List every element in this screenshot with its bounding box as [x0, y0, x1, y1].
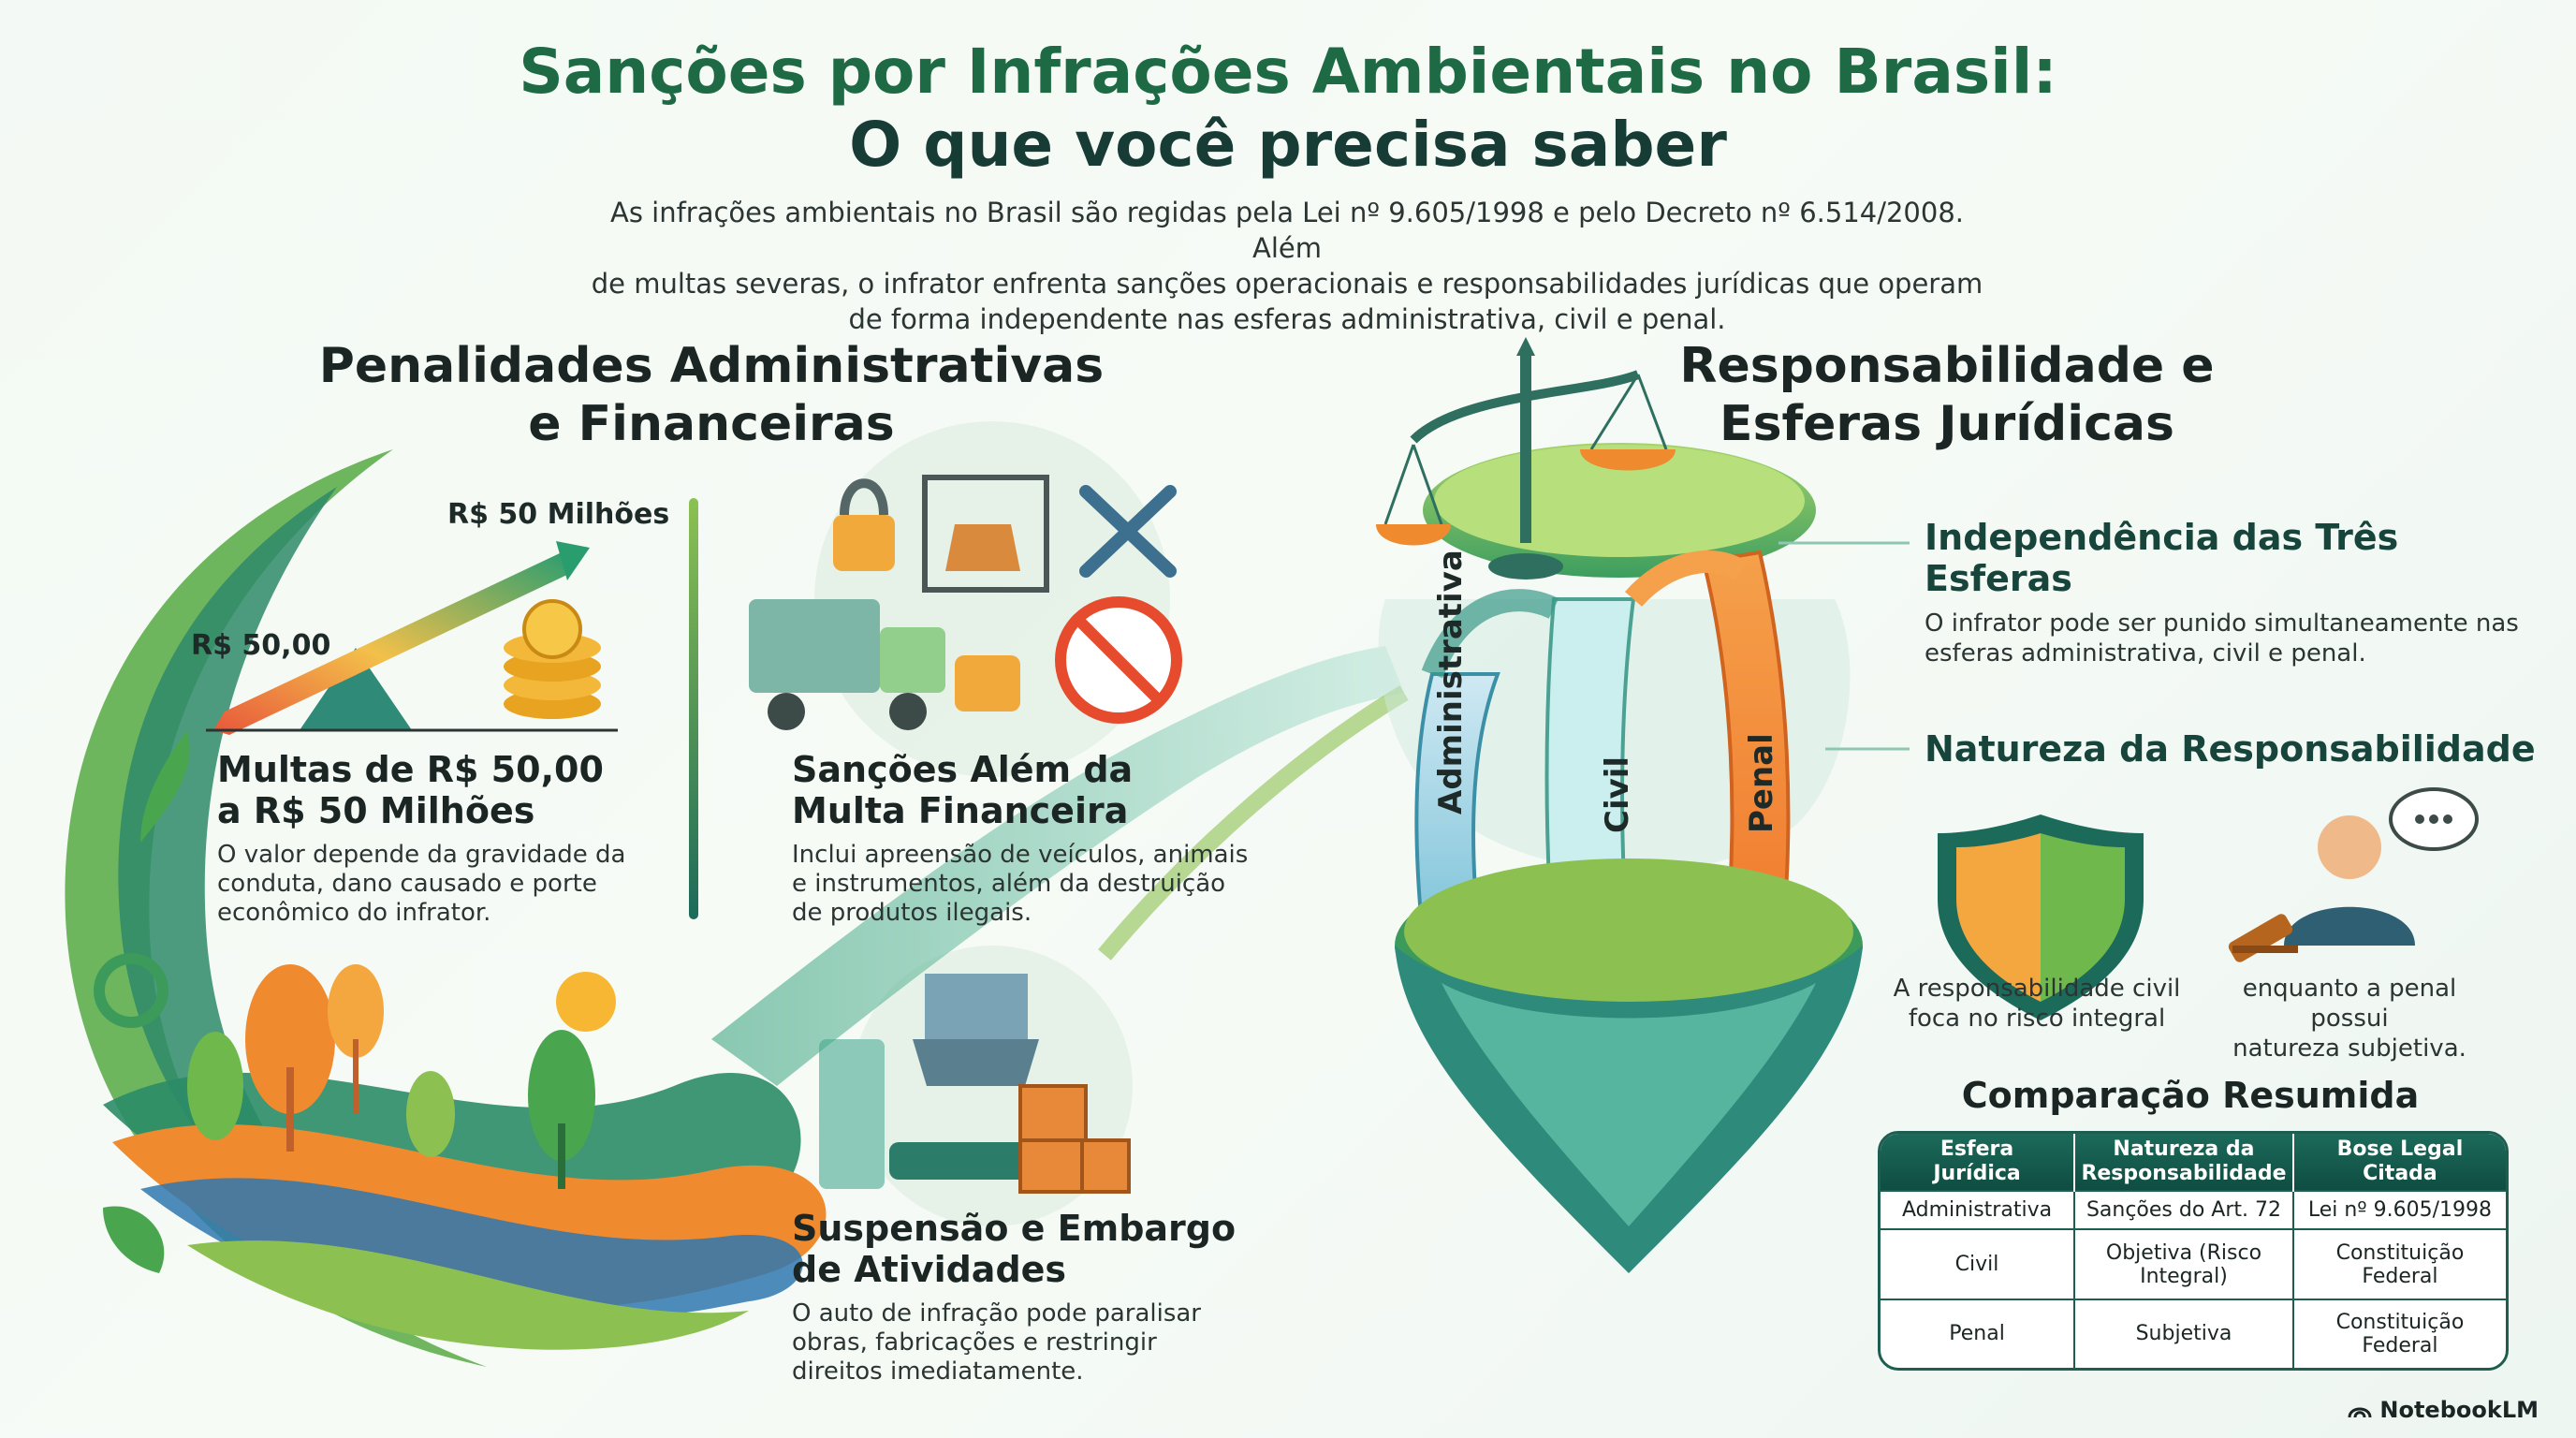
scale-min-label: R$ 50,00 [191, 629, 331, 662]
tools-icon [1079, 485, 1177, 578]
suspension-heading-line: Suspensão e Embargo [792, 1208, 1237, 1249]
fines-text-line: conduta, dano causado e porte [217, 870, 597, 898]
beyond-fines-heading-line: Sanções Além da [792, 749, 1134, 790]
table-cell: Penal [1881, 1298, 2076, 1368]
sun-icon [556, 972, 616, 1032]
coin-stack-icon [504, 599, 601, 719]
page-title-line-2: O que você precisa saber [849, 109, 1727, 181]
penal-nature-caption: enquanto a penal possui natureza subjeti… [2200, 974, 2499, 1064]
civil-nature-line: foca no risco integral [1908, 1005, 2166, 1033]
beyond-fines-text-line: e instrumentos, além da destruição [792, 870, 1226, 898]
sphere-label-administrativa: Administrativa [1432, 550, 1470, 814]
fines-text-line: O valor depende da gravidade da [217, 841, 626, 869]
comparison-title: Comparação Resumida [1961, 1075, 2420, 1116]
trees [187, 964, 595, 1189]
embargo-icons [819, 946, 1133, 1226]
independence-text: O infrator pode ser punido simultaneamen… [1925, 609, 2524, 668]
intro-paragraph: As infrações ambientais no Brasil são re… [580, 195, 1994, 337]
independence-card: Independência das Três Esferas O infrato… [1925, 517, 2524, 668]
suspension-heading: Suspensão e Embargo de Atividades [792, 1208, 1260, 1290]
suspension-heading-line: de Atividades [792, 1249, 1067, 1290]
penal-nature-line: natureza subjetiva. [2232, 1034, 2466, 1063]
right-section-title-line: Responsabilidade e [1679, 338, 2215, 394]
justice-island [1376, 337, 1863, 1273]
gear-icon [94, 953, 168, 1028]
truck-icon [749, 599, 880, 693]
civil-nature-caption: A responsabilidade civil foca no risco i… [1887, 974, 2187, 1034]
table-cell: Objetiva (Risco Integral) [2074, 1228, 2294, 1299]
brand-name: NotebookLM [2379, 1397, 2539, 1423]
fine-scale-graphic [206, 541, 618, 735]
independence-heading-line: Esferas [1925, 558, 2072, 599]
table-cell: Sanções do Art. 72 [2074, 1189, 2294, 1230]
left-section-title-line: Penalidades Administrativas [318, 338, 1105, 394]
right-section-title: Responsabilidade e Esferas Jurídicas [1629, 337, 2265, 453]
cage-icon [922, 475, 1049, 593]
left-section-title: Penalidades Administrativas e Financeira… [309, 337, 1114, 453]
brand-watermark: NotebookLM [2348, 1397, 2539, 1423]
table-row: Civil Objetiva (Risco Integral) Constitu… [1881, 1228, 2506, 1299]
independence-heading-line: Independência das Três [1925, 517, 2399, 558]
left-divider [689, 498, 698, 919]
beyond-fines-text-line: Inclui apreensão de veículos, animais [792, 841, 1249, 869]
suspension-card: Suspensão e Embargo de Atividades O auto… [792, 1208, 1260, 1387]
nature-heading: Natureza da Responsabilidade [1925, 728, 2536, 770]
sphere-label-civil: Civil [1599, 756, 1636, 833]
intro-line: As infrações ambientais no Brasil são re… [609, 197, 1965, 264]
beyond-fines-heading-line: Multa Financeira [792, 790, 1129, 831]
page-title-line-1: Sanções por Infrações Ambientais no Bras… [519, 36, 2057, 108]
right-section-title-line: Esferas Jurídicas [1720, 396, 2174, 452]
suspension-text-line: obras, fabricações e restringir [792, 1328, 1157, 1357]
sphere-label-penal: Penal [1743, 733, 1780, 833]
table-cell: Lei nº 9.605/1998 [2292, 1189, 2506, 1230]
beyond-fines-text: Inclui apreensão de veículos, animais e … [792, 841, 1260, 928]
table-cell: Administrativa [1881, 1189, 2076, 1230]
fines-heading-line: Multas de R$ 50,00 [217, 749, 604, 790]
table-cell: Constituição Federal [2292, 1298, 2506, 1368]
notebooklm-logo-icon [2348, 1407, 2372, 1418]
fines-heading: Multas de R$ 50,00 a R$ 50 Milhões [217, 749, 666, 831]
wave-ribbon [711, 646, 1404, 1086]
table-cell: Civil [1881, 1228, 2076, 1299]
shield-icon [1938, 814, 2144, 1020]
table-row: Administrativa Sanções do Art. 72 Lei nº… [1881, 1189, 2506, 1230]
beyond-fines-heading: Sanções Além da Multa Financeira [792, 749, 1260, 831]
independence-heading: Independência das Três Esferas [1925, 517, 2524, 599]
suspension-text: O auto de infração pode paralisar obras,… [792, 1299, 1260, 1387]
suspension-text-line: O auto de infração pode paralisar [792, 1299, 1201, 1328]
independence-text-line: esferas administrativa, civil e penal. [1925, 639, 2366, 668]
intro-line: de forma independente nas esferas admini… [848, 303, 1726, 335]
fines-text-line: econômico do infrator. [217, 899, 491, 927]
table-row: Penal Subjetiva Constituição Federal [1881, 1298, 2506, 1368]
beyond-fines-card: Sanções Além da Multa Financeira Inclui … [792, 749, 1260, 928]
scale-max-label: R$ 50 Milhões [447, 498, 670, 531]
lock-icon-2 [955, 655, 1020, 712]
suspension-text-line: direitos imediatamente. [792, 1357, 1084, 1386]
intro-line: de multas severas, o infrator enfrenta s… [591, 268, 1983, 300]
table-cell: Constituição Federal [2292, 1228, 2506, 1299]
left-section-title-line: e Financeiras [528, 396, 895, 452]
fines-text: O valor depende da gravidade da conduta,… [217, 841, 666, 928]
table-cell: Subjetiva [2074, 1298, 2294, 1368]
civil-nature-line: A responsabilidade civil [1893, 975, 2181, 1003]
left-landscape [65, 449, 827, 1367]
lock-icon [833, 515, 895, 571]
penal-nature-line: enquanto a penal possui [2242, 975, 2457, 1033]
independence-text-line: O infrator pode ser punido simultaneamen… [1925, 609, 2519, 638]
seizure-icons [749, 421, 1182, 777]
fines-card: Multas de R$ 50,00 a R$ 50 Milhões O val… [217, 749, 666, 928]
beyond-fines-text-line: de produtos ilegais. [792, 899, 1032, 927]
judge-icon [2228, 787, 2479, 962]
fines-heading-line: a R$ 50 Milhões [217, 790, 535, 831]
